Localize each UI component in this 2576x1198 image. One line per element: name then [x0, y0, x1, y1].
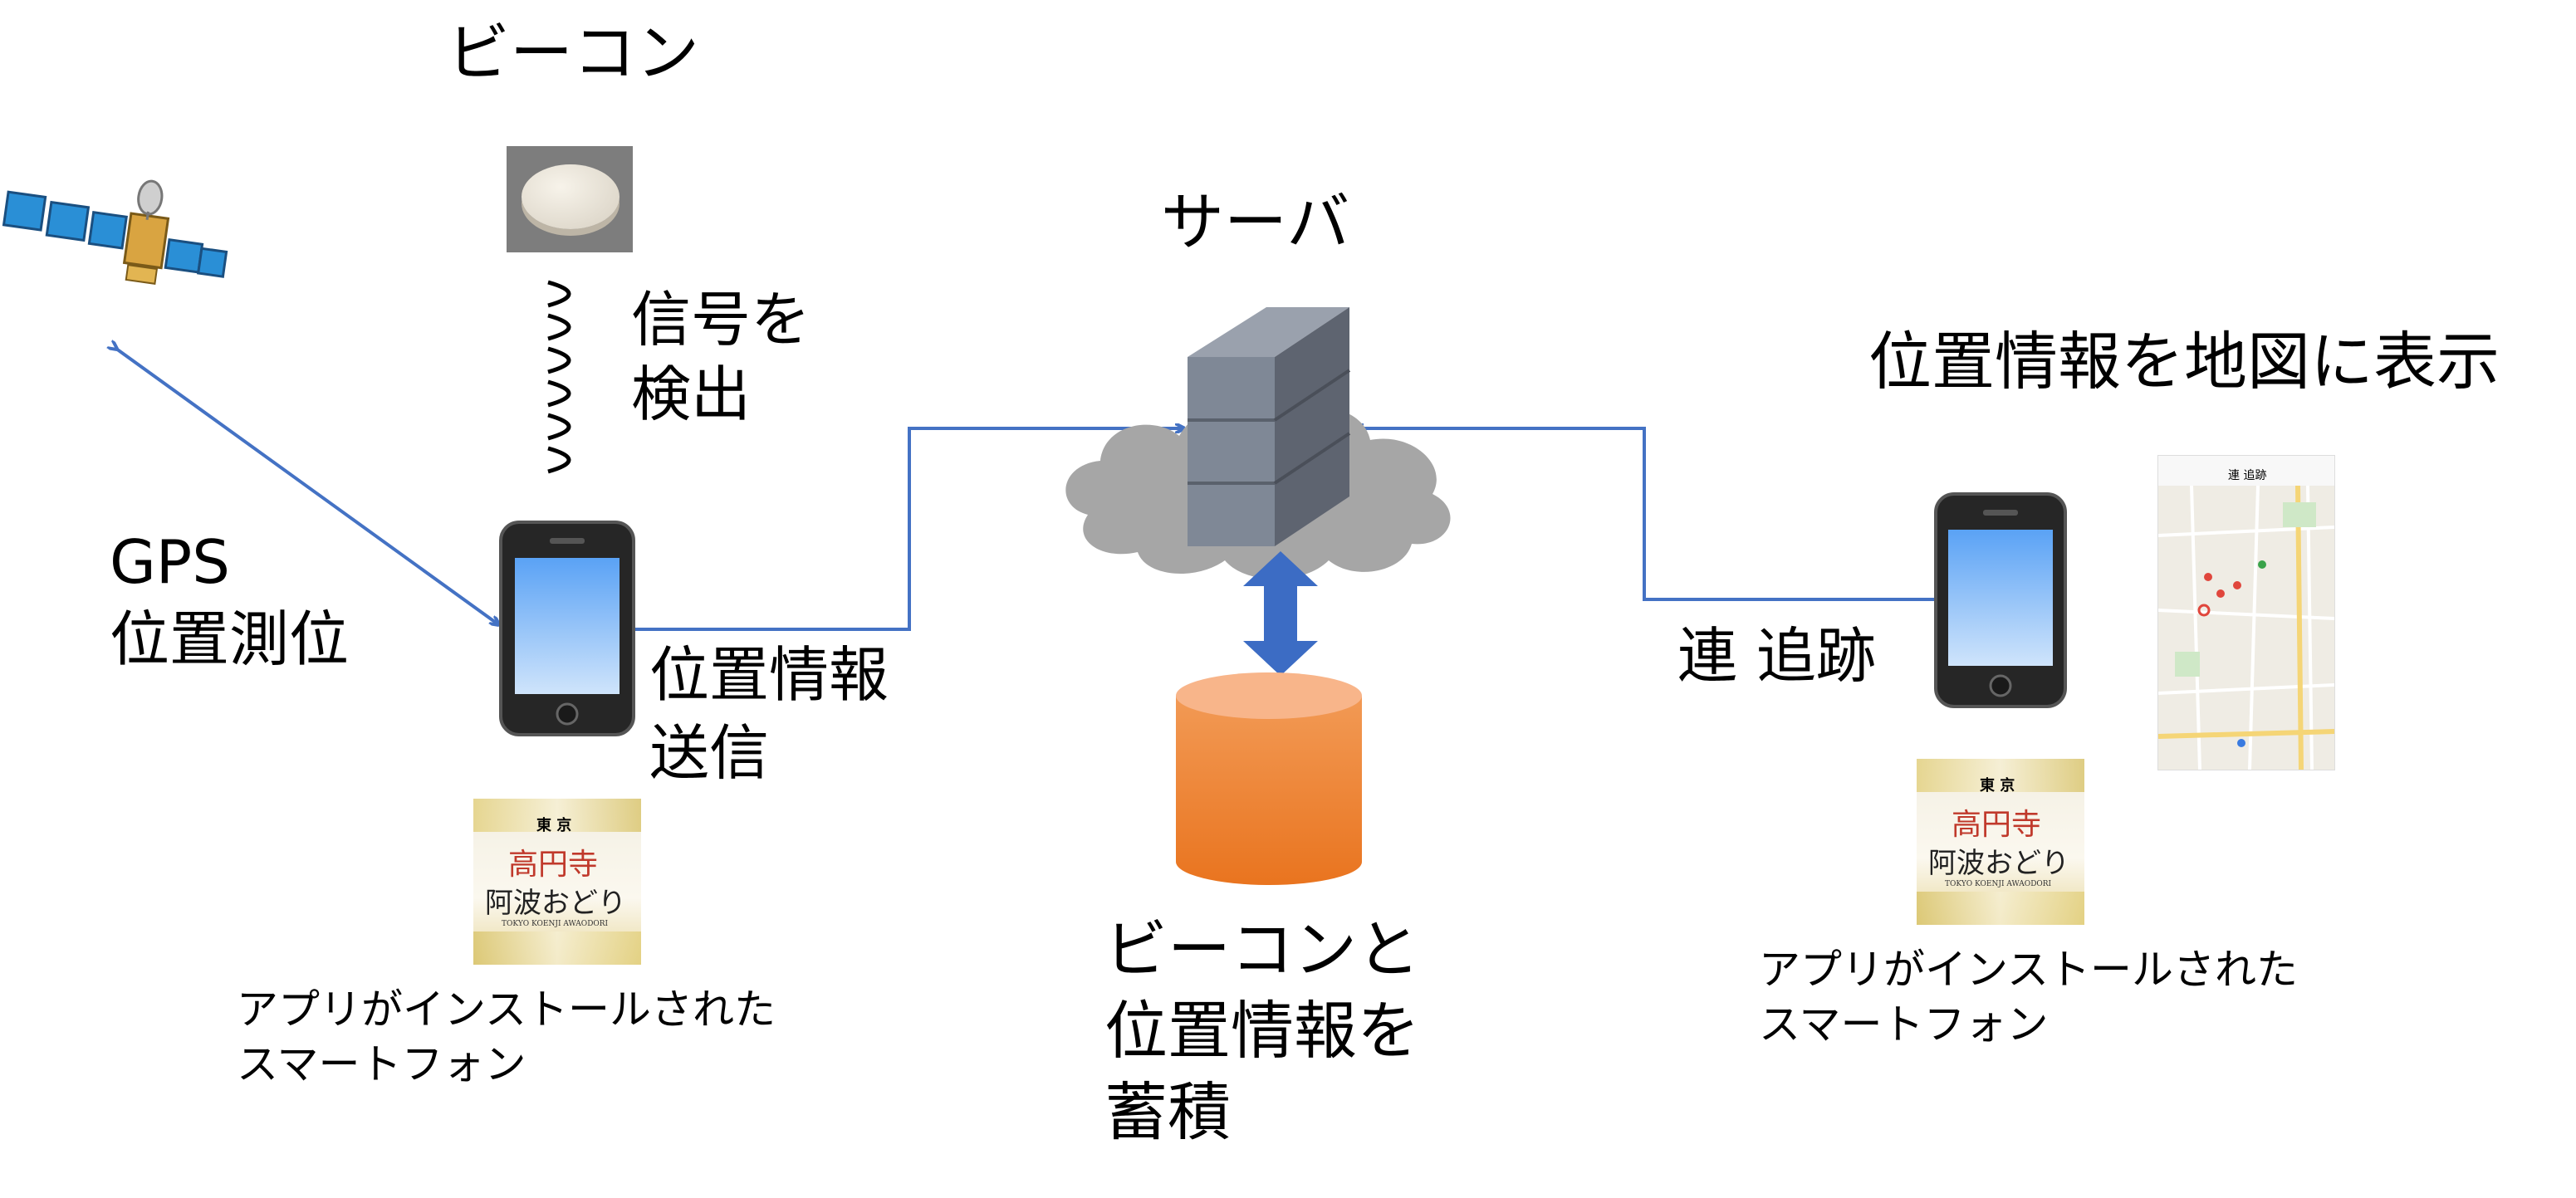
- map-title: 位置情報を地図に表示: [1868, 325, 2500, 399]
- sender-caption-2: スマートフォン: [237, 1040, 526, 1088]
- app-icon-right-line1: 東 京: [1980, 777, 2015, 795]
- db-label-3: 蓄積: [1104, 1075, 1231, 1149]
- map-pin-icon: [2258, 560, 2266, 569]
- gps-label-2: 位置測位: [110, 604, 350, 674]
- map-pin-icon: [2197, 604, 2211, 617]
- app-icon-right-line4: TOKYO KOENJI AWAODORI: [1945, 880, 2052, 888]
- gps-arrow: [116, 349, 498, 624]
- server-title: サーバ: [1161, 185, 1350, 259]
- app-icon-left-line2: 高円寺: [508, 848, 599, 882]
- app-icon-right-line3: 阿波おどり: [1928, 847, 2069, 880]
- beacon-title: ビーコン: [447, 16, 699, 90]
- app-icon-left-line1: 東 京: [536, 817, 572, 834]
- tracker-caption-1: アプリがインストールされた: [1759, 946, 2298, 994]
- map-pin-icon: [2204, 573, 2212, 581]
- app-icon-left-line3: 阿波おどり: [485, 887, 626, 920]
- map-pin-icon: [2233, 581, 2241, 589]
- signal-waves-icon: [547, 280, 571, 474]
- sender-caption-1: アプリがインストールされた: [237, 985, 776, 1034]
- track-arrow: [1355, 428, 1935, 601]
- send-label-2: 送信: [649, 718, 770, 788]
- db-sync-arrow-icon: [1243, 551, 1318, 676]
- map-pin-icon: [2216, 589, 2225, 598]
- app-icon-left: 東 京 高円寺 阿波おどり TOKYO KOENJI AWAODORI: [473, 799, 641, 965]
- app-icon-right-line2: 高円寺: [1952, 808, 2042, 842]
- map-roads: [2158, 486, 2334, 770]
- server-cloud-icon: [1065, 307, 1451, 579]
- send-arrow: [631, 428, 1183, 631]
- gps-label-1: GPS: [110, 527, 230, 597]
- satellite-icon: [2, 179, 228, 285]
- beacon-photo: [507, 146, 633, 252]
- app-icon-left-line4: TOKYO KOENJI AWAODORI: [502, 920, 609, 928]
- db-label-1: ビーコンと: [1104, 912, 1420, 986]
- map-pin-icon: [2237, 739, 2245, 747]
- signal-label-1: 信号を: [631, 285, 811, 355]
- track-label: 連 追跡: [1677, 621, 1876, 691]
- app-icon-right: 東 京 高円寺 阿波おどり TOKYO KOENJI AWAODORI: [1917, 759, 2084, 925]
- map-screenshot: 連 追跡: [2157, 455, 2335, 770]
- sender-phone-icon: [499, 521, 635, 736]
- send-label-1: 位置情報: [649, 640, 889, 710]
- database-icon: [1176, 672, 1362, 885]
- tracker-phone-icon: [1934, 492, 2067, 708]
- tracker-caption-2: スマートフォン: [1759, 1000, 2049, 1049]
- map-screen-title: 連 追跡: [2228, 469, 2267, 482]
- signal-label-2: 検出: [631, 359, 752, 429]
- db-label-2: 位置情報を: [1104, 994, 1420, 1068]
